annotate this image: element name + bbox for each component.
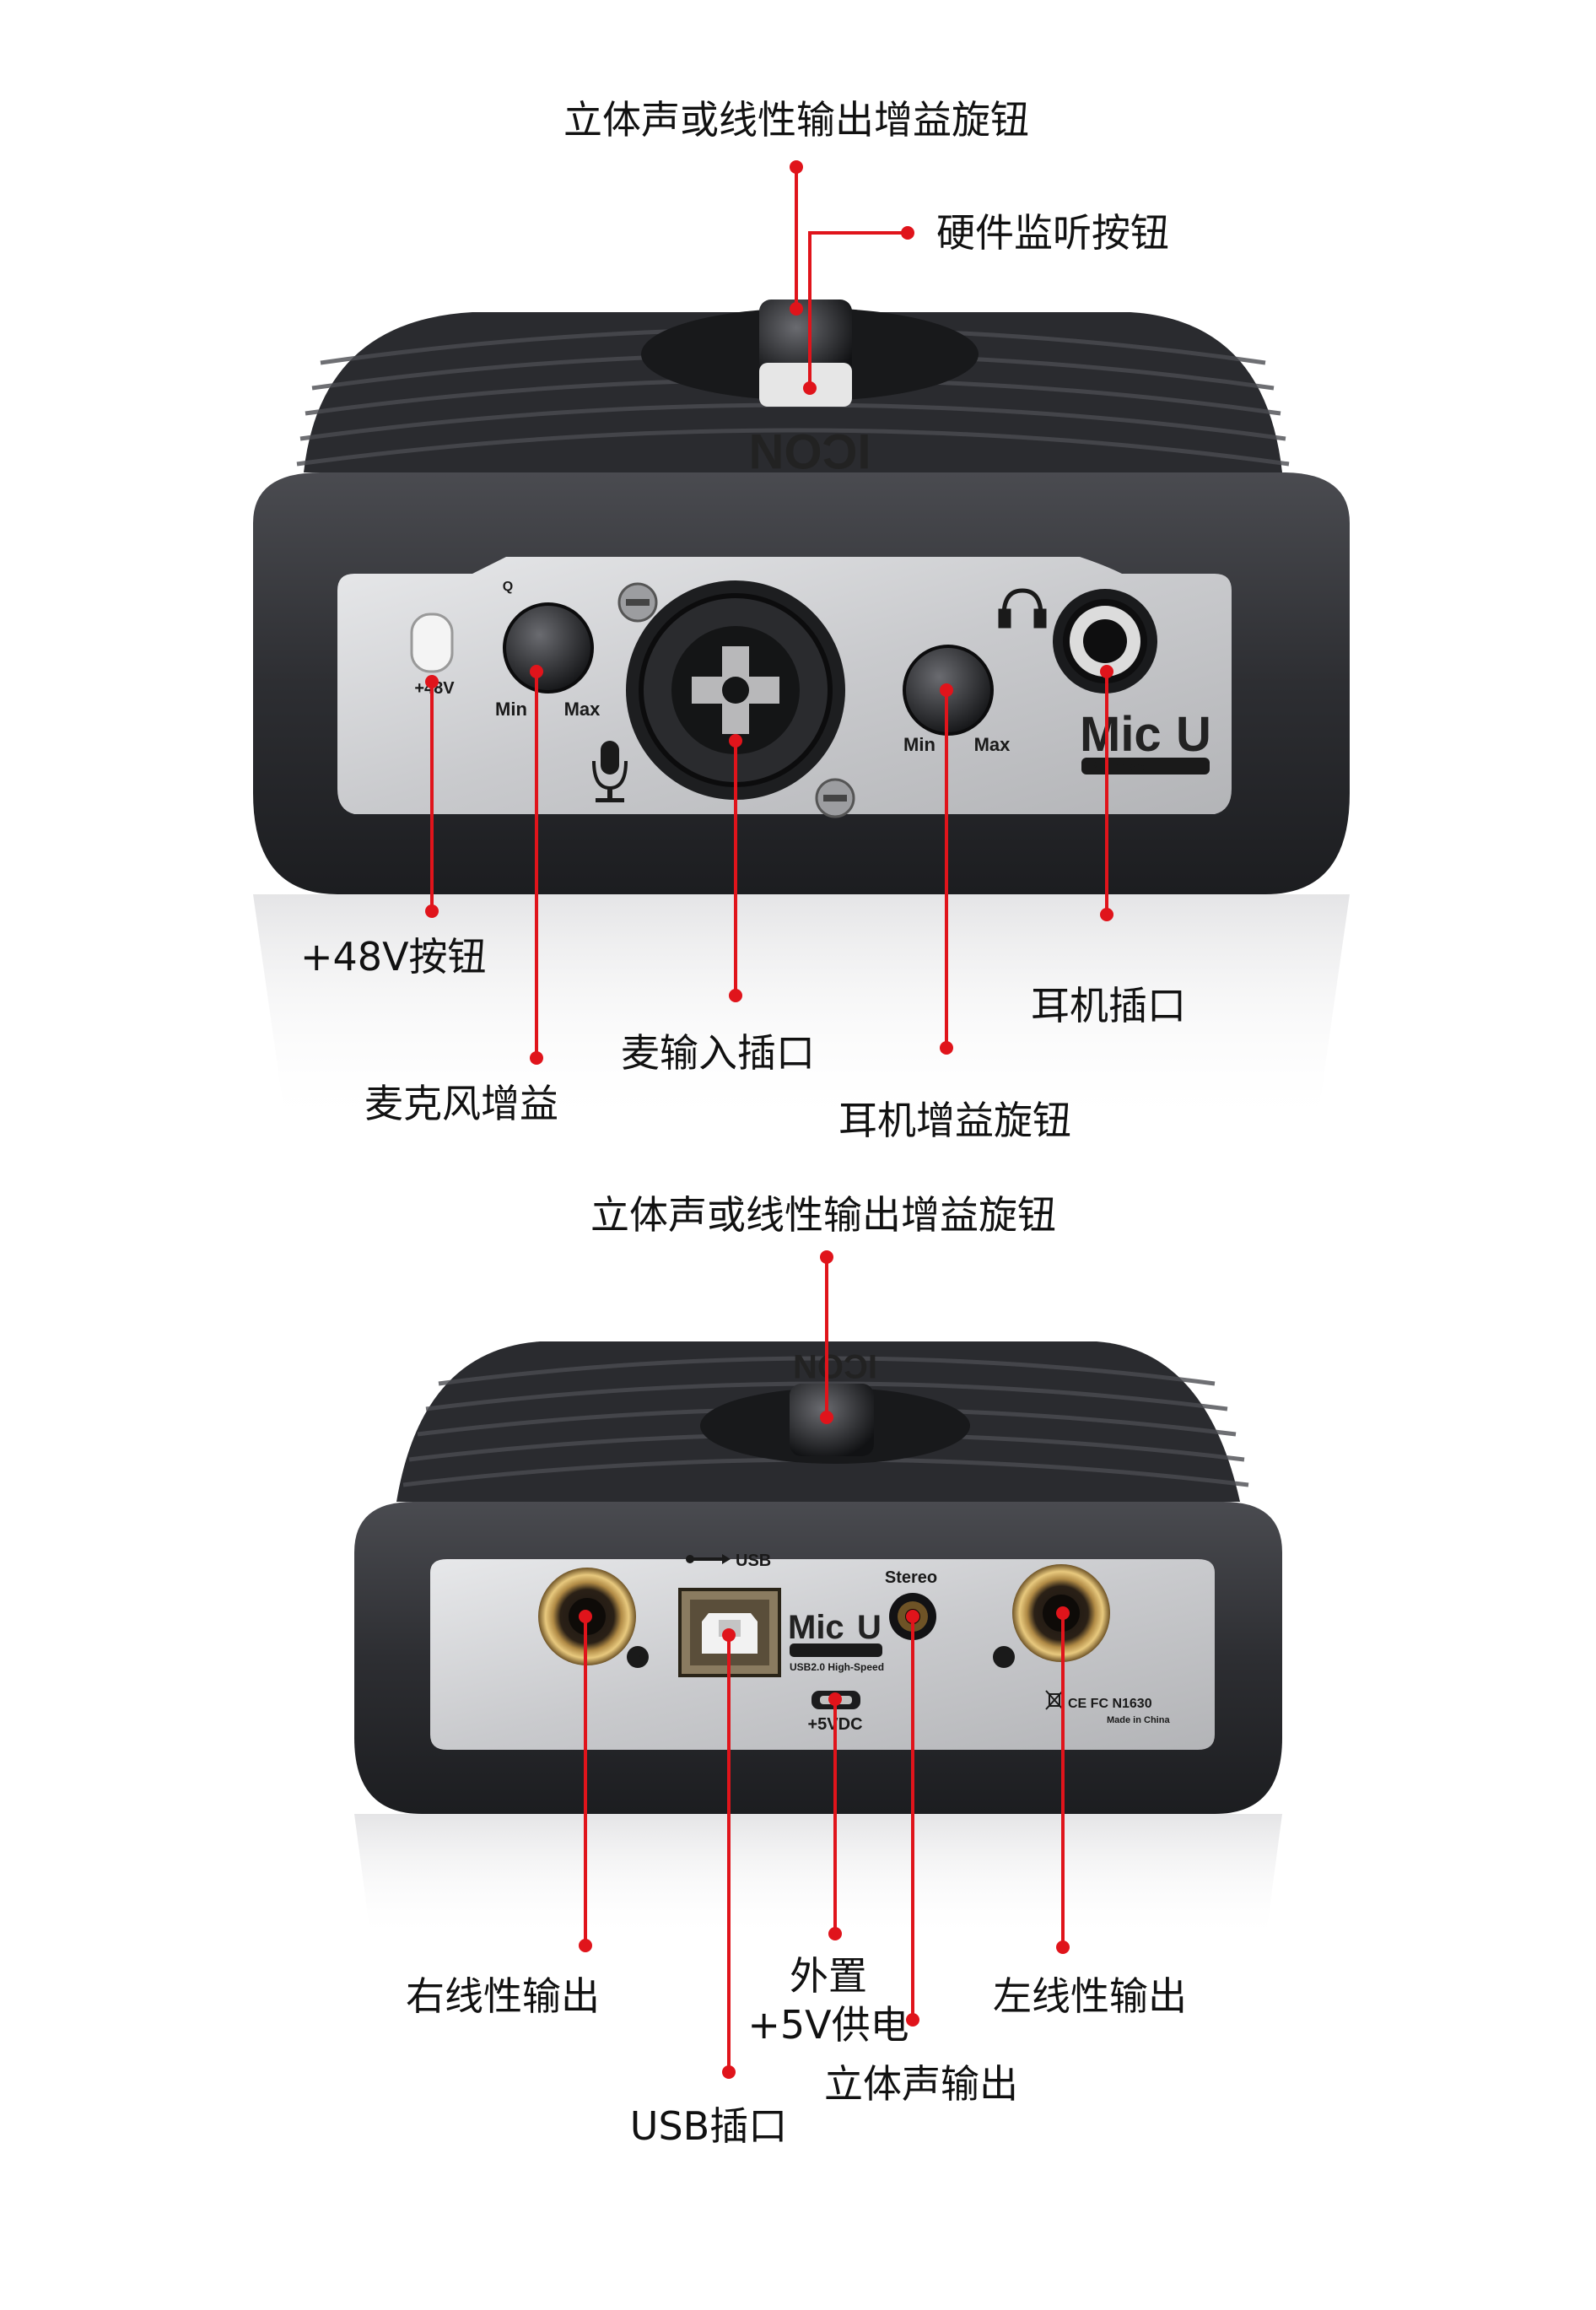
back-reflection: [354, 1814, 1282, 1940]
callout-left-out: 左线性输出: [993, 1973, 1187, 2019]
usb-icon: [686, 1554, 731, 1564]
back-brand-logo: ICON: [793, 1347, 877, 1384]
right-badge: [627, 1646, 649, 1668]
front-model-ver: III: [1184, 760, 1194, 774]
back-callout-dots: [579, 1250, 1070, 2079]
callout-monitor-button: 硬件监听按钮: [936, 210, 1169, 256]
mic-input-jack[interactable]: [626, 580, 845, 800]
headphones-icon: [998, 588, 1047, 629]
callout-usb-jack: USB插口: [630, 2103, 787, 2149]
front-view: ICON +48V Q Min Max: [253, 300, 1350, 1131]
back-callouts: [584, 1257, 1065, 2072]
left-badge-text: L: [1000, 1650, 1008, 1666]
callout-ext-power-line2: +5V供电: [747, 2002, 909, 2048]
callout-front-stereo-gain: 立体声或线性输出增益旋钮: [563, 97, 1029, 143]
callout-back-stereo-gain: 立体声或线性输出增益旋钮: [590, 1192, 1056, 1238]
callout-right-out: 右线性输出: [406, 1973, 600, 2019]
microphone-icon: [592, 741, 628, 802]
back-model-sub-box: [790, 1643, 882, 1657]
front-model-sub-box: [1081, 758, 1210, 774]
panel-screw-bottom: [815, 778, 855, 818]
mic-gain-min: Min: [495, 699, 527, 720]
front-model-name: Mic: [1080, 707, 1162, 762]
cert-marks: CE FC N1630: [1068, 1697, 1152, 1711]
callout-mic-gain: 麦克风增益: [364, 1081, 558, 1126]
usb-label: USB: [736, 1552, 771, 1570]
right-badge-text: R: [633, 1650, 643, 1666]
front-model-u: U: [1176, 707, 1211, 762]
front-reflection: [253, 894, 1350, 1131]
back-model-name: Mic: [788, 1609, 844, 1646]
headphone-jack[interactable]: [1053, 589, 1157, 694]
stereo-label: Stereo: [885, 1568, 937, 1587]
back-model-sub: ProDrive: [795, 1644, 840, 1657]
phantom-button[interactable]: [410, 613, 454, 673]
callout-hp-jack: 耳机插口: [1031, 983, 1186, 1028]
callout-hp-gain: 耳机增益旋钮: [838, 1098, 1071, 1143]
hp-gain-min: Min: [903, 734, 935, 755]
front-callout-dots: [425, 160, 1113, 1065]
phantom-label: +48V: [414, 679, 455, 698]
panel-screw-top: [617, 582, 658, 623]
back-view: ICON R USB Mic U ProDrive III USB: [354, 1341, 1282, 1940]
callout-ext-power-line1: 外置: [790, 1953, 867, 1999]
callout-mic-input: 麦输入插口: [621, 1030, 815, 1076]
stereo-gain-knob[interactable]: [759, 300, 852, 380]
weee-icon: [1045, 1690, 1064, 1710]
front-model-sub: ProDrive: [1088, 760, 1145, 774]
back-model-ver: III: [864, 1647, 871, 1657]
front-callouts: [430, 167, 1108, 1058]
mic-gain-knob[interactable]: [503, 602, 594, 694]
mic-gain-top-mark: Q: [503, 580, 513, 594]
hp-gain-max: Max: [974, 734, 1011, 755]
made-in: Made in China: [1107, 1715, 1170, 1725]
callout-phantom-button: +48V按钮: [300, 934, 487, 980]
mic-gain-max: Max: [564, 699, 601, 720]
callout-stereo-out: 立体声输出: [824, 2061, 1018, 2107]
back-model-u: U: [857, 1609, 882, 1646]
front-brand-logo: ICON: [749, 424, 871, 478]
left-badge: [993, 1646, 1015, 1668]
usb-speed-label: USB2.0 High-Speed: [790, 1661, 884, 1673]
